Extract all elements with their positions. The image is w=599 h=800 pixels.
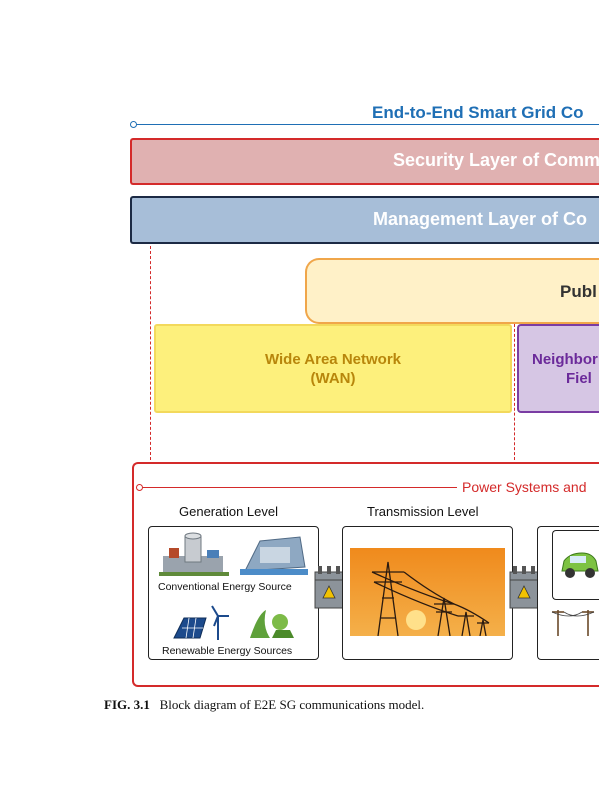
figure-caption: FIG. 3.1 Block diagram of E2E SG communi… (104, 697, 424, 713)
power-systems-connector-endpoint (136, 484, 143, 491)
wan-box (154, 324, 512, 413)
generation-level-label: Generation Level (179, 504, 279, 519)
hydro-plant-icon (240, 536, 308, 575)
wan-label: Wide Area Network (WAN) (154, 350, 512, 388)
nan-label: Neighbor Fiel (532, 350, 598, 388)
transformer-icon (314, 566, 344, 609)
power-systems-label: Power Systems and (462, 479, 587, 495)
electric-car-icon (561, 552, 599, 578)
nan-label-line2: Fiel (566, 370, 592, 387)
nan-label-line1: Neighbor (532, 351, 598, 368)
nan-box (517, 324, 599, 413)
security-layer-box (130, 138, 599, 185)
management-layer-label: Management Layer of Co (373, 209, 588, 229)
renewable-energy-label: Renewable Energy Sources (162, 645, 293, 657)
title-connector-line (133, 124, 599, 125)
transmission-towers-image (350, 548, 505, 636)
power-systems-connector-line (139, 487, 457, 488)
transmission-level-label: Transmission Level (367, 504, 479, 519)
wan-label-line2: (WAN) (310, 370, 356, 387)
left-dashed-divider (150, 246, 151, 460)
power-systems-box (132, 462, 599, 687)
wan-nan-dashed-divider (514, 324, 515, 460)
public-network-box (305, 258, 599, 324)
transformer-icon-2 (509, 566, 539, 609)
diagram-title: End-to-End Smart Grid Co (372, 103, 584, 122)
power-plant-icon (159, 532, 229, 576)
conventional-energy-label: Conventional Energy Source (158, 581, 292, 593)
biomass-icon (250, 610, 294, 638)
distribution-poles-icon (551, 610, 595, 636)
wan-label-line1: Wide Area Network (264, 351, 401, 368)
management-layer-box (130, 196, 599, 244)
figure-caption-text: Block diagram of E2E SG communications m… (159, 697, 425, 712)
figure-number: FIG. 3.1 (104, 697, 150, 712)
security-layer-label: Security Layer of Comm (393, 150, 599, 170)
title-connector-endpoint (130, 121, 137, 128)
solar-wind-icon (173, 605, 229, 640)
public-network-label: Publ (560, 282, 597, 301)
